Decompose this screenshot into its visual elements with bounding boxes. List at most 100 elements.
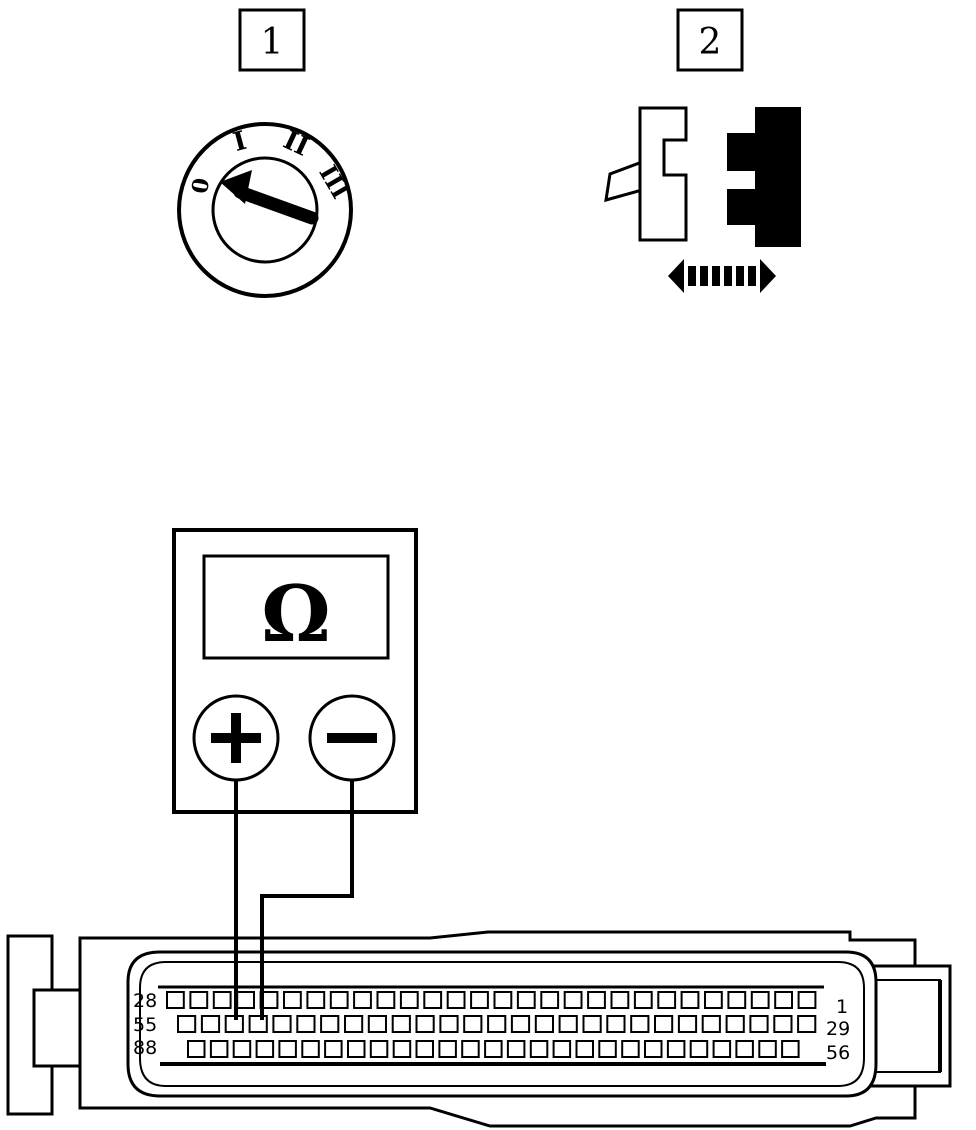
connector-pin xyxy=(666,1040,686,1058)
connector-pin xyxy=(680,991,700,1009)
row-top-left-label: 28 xyxy=(133,990,157,1012)
connector-pin xyxy=(329,991,349,1009)
double-arrow-icon xyxy=(668,259,776,293)
connector-pin xyxy=(506,1040,526,1058)
connector-pin xyxy=(774,991,794,1009)
connector-pin xyxy=(200,1015,221,1033)
connector-pin xyxy=(654,1015,674,1033)
connector-pin xyxy=(177,1015,197,1033)
row-middle-right-label: 29 xyxy=(826,1018,850,1040)
row-bottom-right-label: 56 xyxy=(826,1042,850,1064)
connector-pin xyxy=(712,1040,732,1058)
step-1-label: 1 xyxy=(238,8,306,72)
connector-pin xyxy=(232,1040,252,1058)
connector-pin xyxy=(283,991,302,1009)
row-bottom-left-label: 88 xyxy=(133,1037,157,1059)
connector-pin xyxy=(630,1015,650,1033)
position-0-mark: 0 xyxy=(187,176,215,196)
connector-pin xyxy=(367,1015,387,1033)
connector-pin xyxy=(493,991,513,1009)
connector-pin xyxy=(301,1040,320,1058)
connector-pin xyxy=(689,1040,709,1058)
connector-pin xyxy=(209,1040,229,1058)
meter-display-symbol: Ω xyxy=(261,569,330,660)
connector-pin xyxy=(598,1040,617,1058)
ignition-switch-icon: 0 I II III xyxy=(177,122,355,298)
connector-pin xyxy=(347,1040,366,1058)
connector-pin xyxy=(278,1040,297,1058)
connector-pin xyxy=(212,991,232,1009)
connector-pin xyxy=(392,1040,412,1058)
connector-pin xyxy=(189,991,209,1009)
connector-pin xyxy=(781,1040,800,1058)
svg-text:2: 2 xyxy=(699,22,722,63)
connector-pin xyxy=(773,1015,793,1033)
ohmmeter: Ω + − xyxy=(172,528,418,814)
connector-pin xyxy=(470,991,489,1009)
ecu-connector: 28 55 88 1 29 56 xyxy=(6,930,952,1128)
pin-row-bottom xyxy=(187,1040,800,1058)
connector-pin xyxy=(657,991,677,1009)
connector-pin xyxy=(704,991,723,1009)
connector-pin xyxy=(369,1040,389,1058)
connector-pin xyxy=(391,1015,411,1033)
pin-row-top xyxy=(166,991,817,1009)
connector-pin xyxy=(558,1015,578,1033)
connector-pin xyxy=(438,1040,457,1058)
connector-pin xyxy=(606,1015,626,1033)
connector-pin xyxy=(255,1040,275,1058)
connector-pin xyxy=(633,991,653,1009)
step-2-label: 2 xyxy=(676,8,744,72)
connector-pin xyxy=(187,1040,206,1058)
connector-pin xyxy=(750,991,770,1009)
connector-pin xyxy=(701,1015,721,1033)
row-middle-left-label: 55 xyxy=(133,1014,157,1036)
positive-terminal: + xyxy=(192,694,280,782)
connector-pin xyxy=(644,1040,663,1058)
connector-pin xyxy=(758,1040,777,1058)
connector-pin xyxy=(575,1040,594,1058)
connector-pin xyxy=(248,1015,268,1033)
connector-pin xyxy=(797,1015,817,1033)
connector-pin xyxy=(461,1040,480,1058)
connector-pin xyxy=(344,1015,364,1033)
negative-test-lead xyxy=(260,780,354,1020)
connector-pin xyxy=(320,1015,340,1033)
connector-pin xyxy=(487,1015,507,1033)
connector-pin xyxy=(727,991,747,1009)
connector-pin xyxy=(534,1015,554,1033)
connector-pin xyxy=(236,991,255,1009)
connector-pin xyxy=(540,991,560,1009)
connector-pin xyxy=(749,1015,769,1033)
connector-pin xyxy=(415,1015,435,1033)
connector-pin xyxy=(439,1015,459,1033)
pin-row-middle xyxy=(177,1015,817,1033)
connector-pin xyxy=(296,1015,316,1033)
connector-pin xyxy=(621,1040,640,1058)
connector-pin xyxy=(587,991,606,1009)
connector-pin xyxy=(272,1015,292,1033)
connector-pin xyxy=(423,991,443,1009)
svg-text:1: 1 xyxy=(261,22,284,63)
connector-pin xyxy=(610,991,630,1009)
connector-pin xyxy=(446,991,466,1009)
connector-pin xyxy=(563,991,583,1009)
connector-pin xyxy=(399,991,419,1009)
connector-pin xyxy=(306,991,326,1009)
connector-pin xyxy=(324,1040,343,1058)
connector-pin xyxy=(166,991,185,1009)
connector-pin xyxy=(415,1040,434,1058)
connector-pin xyxy=(735,1040,754,1058)
connector-pin xyxy=(510,1015,531,1033)
row-top-right-label: 1 xyxy=(836,996,848,1018)
connector-pin xyxy=(529,1040,549,1058)
connector-pin xyxy=(484,1040,503,1058)
connector-disconnect-icon xyxy=(604,106,801,293)
connector-pin xyxy=(677,1015,698,1033)
negative-terminal: − xyxy=(308,694,396,782)
connector-pin xyxy=(725,1015,745,1033)
connector-pin xyxy=(463,1015,483,1033)
connector-pin xyxy=(376,991,396,1009)
connector-pin xyxy=(353,991,372,1009)
